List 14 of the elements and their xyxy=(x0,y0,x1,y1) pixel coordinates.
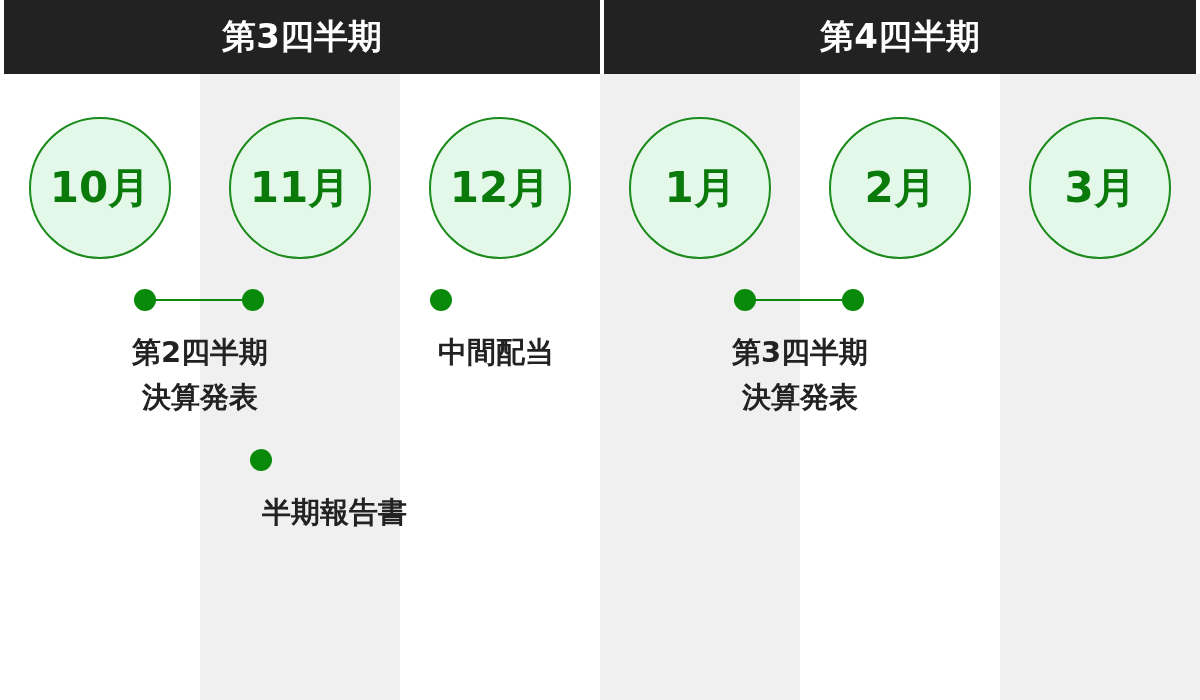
event-dot xyxy=(134,289,156,311)
event-label: 半期報告書 xyxy=(260,494,408,531)
event-label: 第3四半期決算発表 xyxy=(730,334,870,416)
month-circle: 12月 xyxy=(429,117,571,259)
connector-line xyxy=(155,299,243,301)
month-circle: 10月 xyxy=(29,117,171,259)
event-label: 中間配当 xyxy=(437,334,555,371)
event-dot xyxy=(842,289,864,311)
quarter-header: 第3四半期 xyxy=(4,0,600,74)
connector-line xyxy=(755,299,843,301)
event-label: 第2四半期決算発表 xyxy=(130,334,270,416)
event-dot xyxy=(430,289,452,311)
quarter-header: 第4四半期 xyxy=(604,0,1196,74)
month-circle: 2月 xyxy=(829,117,971,259)
